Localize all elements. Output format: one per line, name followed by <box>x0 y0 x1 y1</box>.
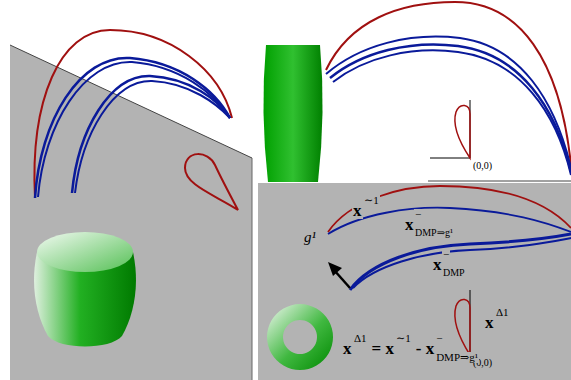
math-superscript: ∼1 <box>395 333 412 344</box>
dmp-trajectory <box>326 37 571 168</box>
math-label: x <box>404 216 415 233</box>
math-label: x <box>342 340 353 357</box>
panel-separator <box>428 181 571 182</box>
offset-arrowhead <box>328 262 342 276</box>
vase-top-view <box>267 304 333 370</box>
demonstrated-trajectory <box>328 186 571 232</box>
demonstrated-trajectory <box>34 30 232 198</box>
dmp-trajectory <box>353 238 571 288</box>
table-plane <box>10 45 252 380</box>
difference-loop <box>185 154 238 210</box>
dmp-trajectory <box>72 76 230 193</box>
math-superscript: ∼1 <box>363 195 380 206</box>
math-superscript: − <box>442 249 450 260</box>
math-superscript: − <box>435 333 443 344</box>
dmp-trajectory <box>333 50 571 175</box>
panel-edge <box>252 158 253 380</box>
goal-label: g¹ <box>303 230 317 245</box>
dmp-trajectory <box>38 62 230 197</box>
difference-loop <box>455 299 470 355</box>
math-superscript: Δ1 <box>353 333 368 344</box>
dmp-trajectory <box>350 234 571 290</box>
difference-loop <box>455 105 470 158</box>
math-label: = x <box>371 340 395 357</box>
axis <box>430 158 470 159</box>
math-superscript: Δ1 <box>495 307 510 318</box>
math-label: x <box>484 314 495 331</box>
vase-top <box>37 232 133 272</box>
math-label: x <box>352 202 363 219</box>
math-subscript: DMP⇒g¹ <box>435 352 479 363</box>
math-label: - x <box>415 340 435 357</box>
dmp-trajectory <box>75 81 230 193</box>
math-superscript: − <box>414 209 422 220</box>
dmp-trajectory <box>35 58 230 198</box>
vase-side <box>263 45 322 182</box>
math-subscript: DMP <box>442 268 466 278</box>
math-label: x <box>432 256 443 273</box>
detail-panel <box>258 183 571 380</box>
axis-origin-label: (0,0) <box>472 161 493 171</box>
math-subscript: DMP⇒g¹ <box>414 228 454 238</box>
